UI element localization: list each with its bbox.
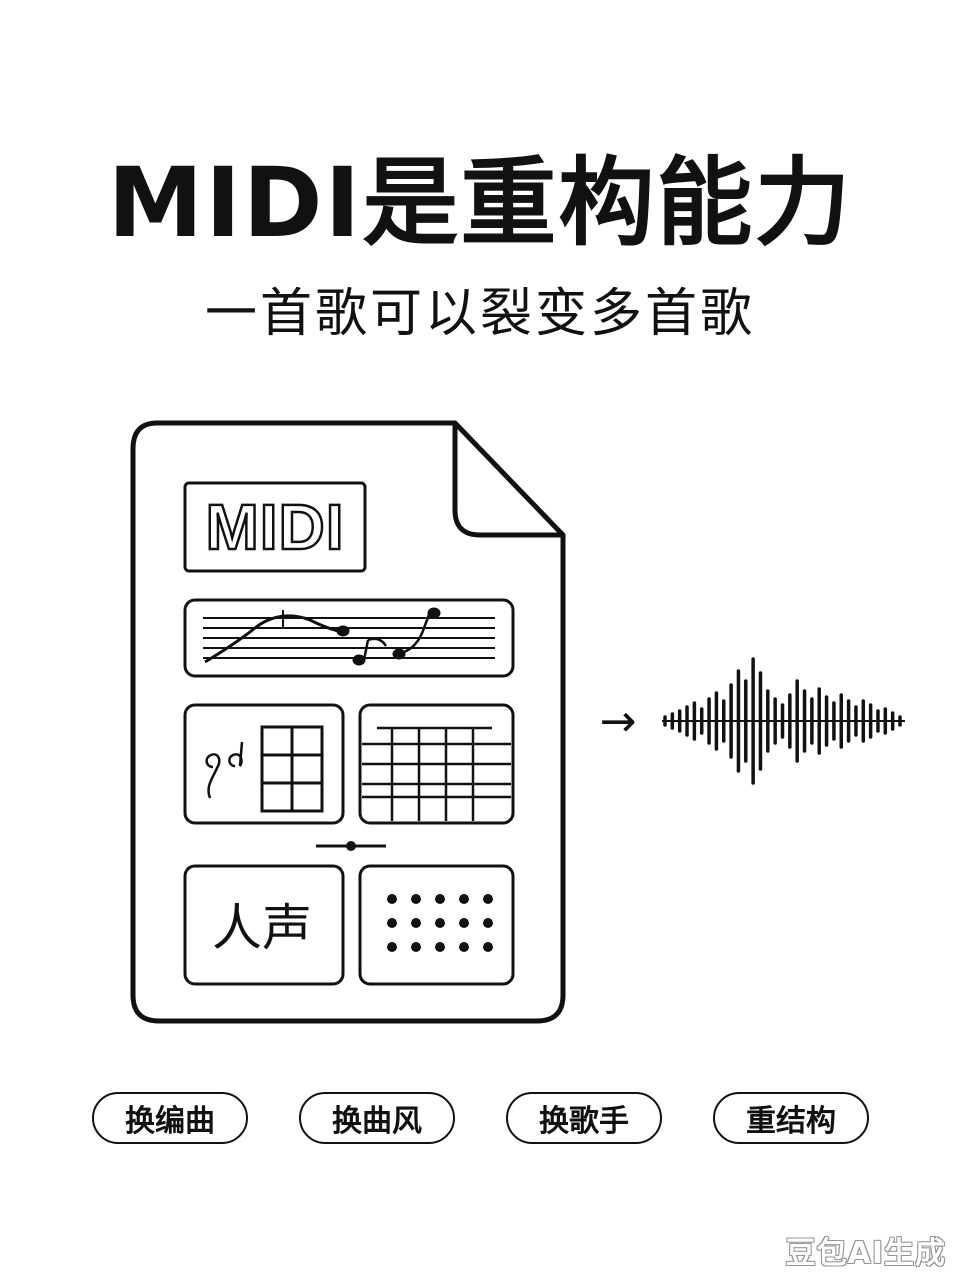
document-fold <box>452 423 563 538</box>
vocals-panel <box>183 864 345 986</box>
audio-waveform-icon <box>662 657 905 785</box>
midi-badge <box>183 481 367 573</box>
watermark: 豆包AI生成 <box>785 1236 946 1271</box>
option-singer-button[interactable]: 换歌手 <box>506 1092 662 1144</box>
option-label: 换歌手 <box>539 1104 629 1139</box>
option-genre-button[interactable]: 换曲风 <box>299 1092 455 1144</box>
staff-melody-icon <box>203 607 495 666</box>
option-label: 重结构 <box>746 1104 836 1139</box>
vocals-label: 人声 <box>212 899 312 957</box>
option-restructure-button[interactable]: 重结构 <box>713 1092 869 1144</box>
notes-grid-icon <box>205 725 324 813</box>
notes-grid-panel <box>183 703 345 825</box>
arrow-icon: → <box>600 696 637 747</box>
midi-badge-label: MIDI <box>205 491 344 563</box>
option-rearrange-button[interactable]: 换编曲 <box>92 1092 248 1144</box>
option-label: 换编曲 <box>125 1104 215 1139</box>
option-label: 换曲风 <box>332 1104 422 1139</box>
page-title: MIDI是重构能力 <box>107 147 853 259</box>
dot-matrix-icon <box>387 894 493 952</box>
piano-roll-icon <box>362 726 511 821</box>
page-subtitle: 一首歌可以裂变多首歌 <box>204 284 755 344</box>
slider-icon <box>316 841 386 851</box>
